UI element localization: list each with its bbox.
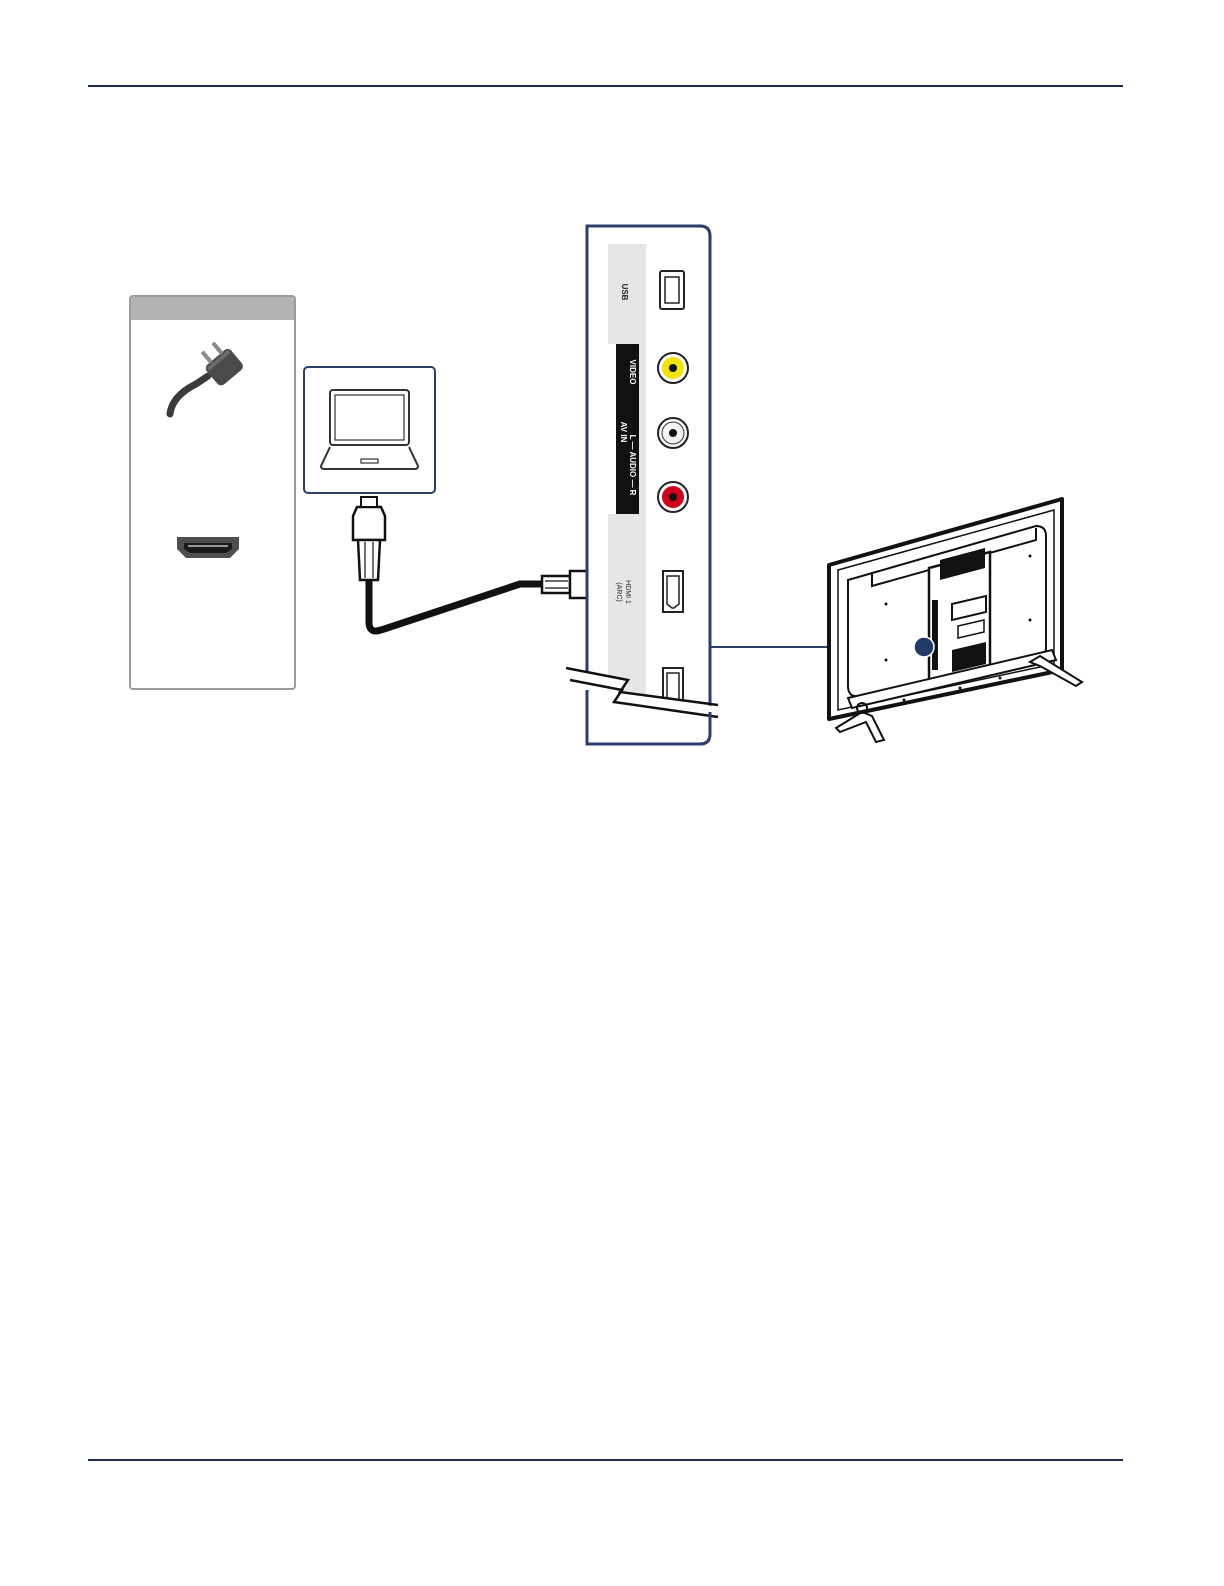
hdmi1-label: HDMI 1 [624,580,631,604]
footer-rule [88,1459,1123,1461]
tv-side-panel: USB VIDEO L — AUDIO — R AV IN HDMI 1 [566,226,725,744]
hdmi-plug-laptop [353,497,385,580]
hdmi-cable-icon [353,497,610,631]
video-jack [658,353,688,383]
audio-left-jack [658,418,688,448]
av-in-label-block [608,344,616,514]
hdmi1-arc-label: (ARC) [615,582,622,601]
usb-label: USB [620,284,629,301]
av-in-label: AV IN [619,422,628,443]
laptop-box [304,367,435,493]
hdmi1-port [663,571,683,612]
usb-port [660,271,684,309]
connection-diagram: USB VIDEO L — AUDIO — R AV IN HDMI 1 [0,0,1224,800]
legend-box [130,296,295,689]
audio-label: L — AUDIO — R [628,435,637,496]
tv-rear-icon [829,499,1082,742]
hdmi-port-icon [177,537,239,558]
audio-right-jack [658,482,688,512]
callout-dot [914,637,934,657]
video-label: VIDEO [628,360,637,385]
